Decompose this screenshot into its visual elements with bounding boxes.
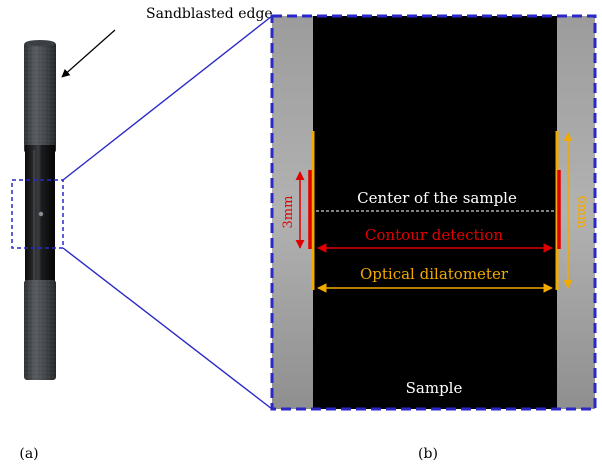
zoom-connector-top	[62, 15, 273, 181]
panel-a-caption: (a)	[19, 446, 38, 462]
contour-detection-label: Contour detection	[365, 226, 503, 244]
sandblasted-edge-arrow	[61, 29, 116, 78]
magnified-view: Center of the sample Contour detection O…	[270, 14, 597, 411]
zoom-connector-bottom	[62, 247, 273, 410]
dim-3mm-label: 3mm	[281, 196, 296, 229]
rod-upper-texture	[24, 42, 56, 153]
center-of-sample-label: Center of the sample	[357, 189, 517, 207]
specimen-rod	[24, 40, 56, 380]
magnified-view-border	[270, 14, 597, 411]
rod-lower-texture	[24, 280, 56, 380]
rod-marker-dot	[38, 211, 44, 217]
sample-label: Sample	[406, 379, 463, 397]
optical-dilatometer-label: Optical dilatometer	[360, 265, 509, 283]
panel-b-caption: (b)	[418, 446, 438, 462]
sample-silhouette	[313, 16, 557, 409]
rod-top-cap	[25, 40, 55, 46]
sandblasted-edge-label: Sandblasted edge	[146, 6, 273, 22]
dim-6mm-label: 6mm	[574, 196, 589, 229]
zoom-region-box	[11, 179, 64, 249]
